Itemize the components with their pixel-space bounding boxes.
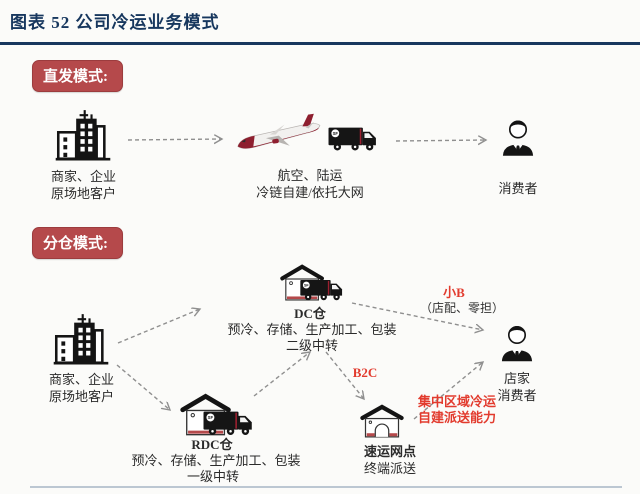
express-outlet-function: 终端派送 xyxy=(363,461,416,476)
cold-truck-icon xyxy=(328,124,378,152)
shipper2-label-line2: 原场地客户 xyxy=(48,389,114,404)
express-outlet-icon xyxy=(360,403,404,439)
dc-functions: 预冷、存储、生产加工、包装 xyxy=(227,322,397,337)
arrow-rdc-to-dc xyxy=(253,352,310,397)
shipper-label-line2: 原场地客户 xyxy=(50,186,116,201)
shipper-building-icon xyxy=(54,106,112,162)
rdc-functions: 预冷、存储、生产加工、包装 xyxy=(131,453,301,468)
regional-capacity-label: 集中区域冷运 自建派送能力 xyxy=(413,394,501,426)
arrow-transport-to-consumer xyxy=(395,140,486,141)
transport-label-line2: 冷链自建/依托大网 xyxy=(256,185,364,200)
consumer-icon xyxy=(497,110,539,166)
store-consumer-label: 店家 消费者 xyxy=(485,370,549,404)
store-consumer-line1: 店家 xyxy=(503,371,530,386)
small-b-sub-label: （店配、零担） xyxy=(419,301,504,315)
shipper-building-icon-2 xyxy=(52,310,110,366)
b2c-label: B2C xyxy=(352,365,378,380)
figure-title: 图表 52 公司冷运业务模式 xyxy=(10,13,220,32)
bottom-divider xyxy=(30,486,622,488)
regional-capacity-line1: 集中区域冷运 xyxy=(417,394,496,409)
rdc-transfer-level: 一级中转 xyxy=(186,469,239,484)
store-consumer-line2: 消费者 xyxy=(497,388,537,403)
shipper-label-2: 商家、企业 原场地客户 xyxy=(24,371,139,405)
dc-name: DC仓 xyxy=(294,306,326,321)
shipper2-label-line1: 商家、企业 xyxy=(48,372,114,387)
small-b-label: 小B xyxy=(443,285,465,300)
transport-label: 航空、陆运 冷链自建/依托大网 xyxy=(225,167,395,201)
split-mode-badge: 分仓模式: xyxy=(32,227,123,259)
rdc-warehouse-icon xyxy=(180,392,254,437)
regional-capacity-line2: 自建派送能力 xyxy=(417,410,496,425)
direct-mode-badge: 直发模式: xyxy=(32,60,123,92)
consumer-label: 消费者 xyxy=(498,181,538,196)
title-divider xyxy=(0,42,640,45)
shipper-label: 商家、企业 原场地客户 xyxy=(26,168,141,202)
rdc-name: RDC仓 xyxy=(191,437,233,452)
transport-label-line1: 航空、陆运 xyxy=(277,168,343,183)
arrow-shipper-to-transport xyxy=(127,139,222,140)
arrow-shipper-to-dc xyxy=(117,309,200,344)
express-outlet-name: 速运网点 xyxy=(363,444,416,459)
store-consumer-icon xyxy=(496,316,538,371)
cargo-plane-icon xyxy=(232,110,327,164)
shipper-label-line1: 商家、企业 xyxy=(50,169,116,184)
dc-warehouse-icon xyxy=(280,263,344,302)
dc-transfer-level: 二级中转 xyxy=(285,338,338,353)
